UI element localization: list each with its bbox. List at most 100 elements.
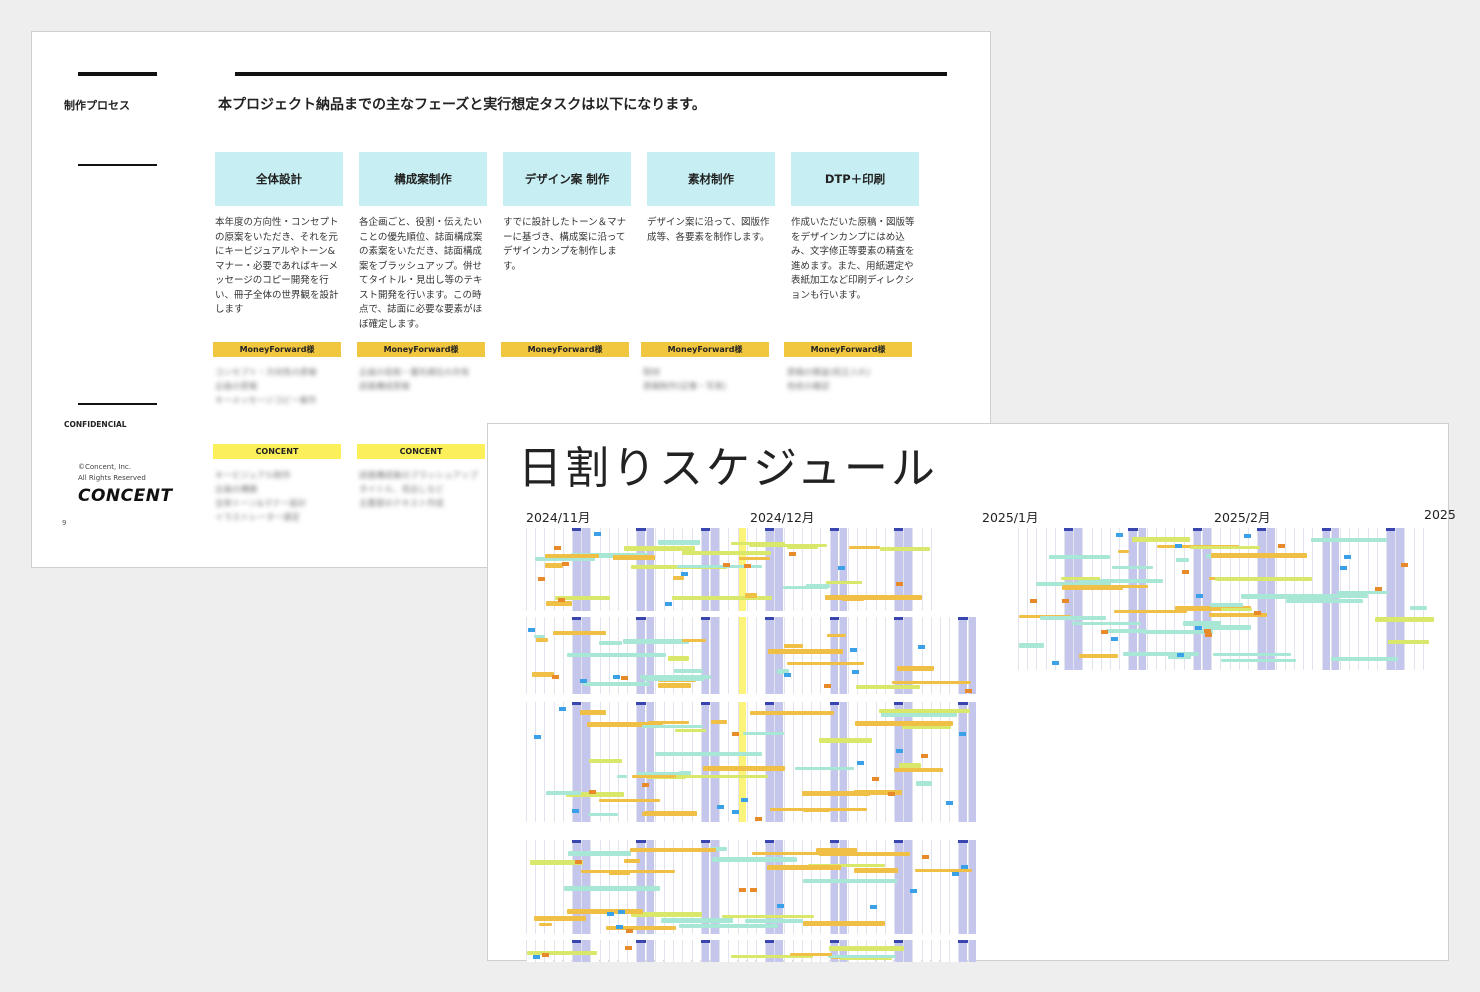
day-column — [691, 840, 701, 934]
task-bar — [893, 767, 943, 772]
week-marker — [765, 617, 783, 620]
phase-title: 全体設計 — [215, 152, 343, 206]
week-marker — [1192, 528, 1211, 531]
task-chip — [626, 928, 634, 933]
day-column — [710, 940, 719, 962]
task-bar — [901, 726, 951, 730]
task-bar — [1060, 576, 1101, 580]
day-column — [746, 702, 756, 822]
day-column — [866, 702, 875, 822]
task-bar — [710, 720, 727, 725]
task-chip — [1062, 598, 1070, 603]
day-column — [848, 702, 857, 822]
task-bar — [658, 682, 691, 688]
task-chip — [1052, 661, 1060, 666]
task-chip — [960, 865, 968, 870]
week-marker — [894, 840, 912, 843]
day-column — [903, 617, 912, 694]
task-chip — [593, 532, 601, 537]
day-column — [820, 617, 829, 694]
task-bar — [631, 912, 703, 918]
day-column — [691, 528, 701, 611]
task-bar — [563, 885, 661, 891]
day-column — [544, 702, 553, 822]
day-column — [894, 617, 903, 694]
task-bar — [742, 732, 785, 736]
copyright: ©Concent, Inc. All Rights Reserved — [78, 462, 146, 484]
client-tag: MoneyForward様 — [501, 342, 629, 357]
phase-description: 作成いただいた原稿・図版等をデザインカンプにはめ込み、文字修正等要素の精査を進め… — [791, 217, 915, 301]
task-bar — [801, 791, 870, 797]
task-chip — [849, 648, 857, 653]
task-bar — [616, 774, 628, 778]
task-bar — [1019, 643, 1045, 649]
task-chip — [1375, 587, 1383, 592]
day-column — [719, 617, 728, 694]
day-column — [618, 940, 627, 962]
day-column — [1220, 528, 1229, 670]
day-column — [1183, 528, 1193, 670]
day-column — [774, 702, 783, 822]
task-item: コンセプト・方向性の原案 — [215, 368, 318, 378]
week-marker — [572, 702, 590, 705]
task-chip — [910, 889, 918, 894]
task-bar — [898, 762, 921, 768]
task-bar — [802, 879, 898, 884]
week-marker — [958, 702, 976, 705]
day-column — [700, 840, 710, 934]
client-task-list: コンセプト・方向性の原案 企画の原案 キーメッセージコピー案作 — [215, 366, 345, 408]
schedule-board-5 — [526, 840, 983, 934]
day-column — [783, 617, 793, 694]
task-bar — [641, 724, 703, 728]
task-chip — [717, 804, 725, 809]
day-column — [1100, 528, 1110, 670]
day-column — [756, 940, 765, 962]
day-column — [921, 840, 931, 934]
task-bar — [879, 708, 971, 713]
day-column — [811, 840, 820, 934]
task-chip — [951, 872, 959, 877]
week-marker — [636, 840, 654, 843]
task-bar — [1331, 657, 1398, 662]
task-bar — [632, 774, 676, 778]
task-bar — [667, 655, 690, 661]
task-bar — [825, 595, 923, 601]
week-marker — [894, 617, 912, 620]
task-chip — [750, 888, 758, 893]
task-chip — [533, 955, 541, 960]
task-chip — [1116, 532, 1124, 537]
task-item: 企画の役割・優先順位の共有 — [359, 368, 470, 378]
day-column — [618, 528, 627, 611]
task-bar — [879, 547, 930, 552]
task-bar — [1176, 557, 1190, 562]
task-bar — [818, 851, 911, 856]
day-column — [1404, 528, 1413, 670]
day-column — [1202, 528, 1211, 670]
task-chip — [1203, 629, 1211, 634]
day-column — [526, 528, 535, 611]
day-column — [746, 528, 756, 611]
day-column — [728, 940, 737, 962]
week-marker — [765, 840, 783, 843]
schedule-board-4 — [526, 702, 983, 822]
day-column — [930, 940, 940, 962]
task-bar — [1190, 546, 1260, 550]
task-bar — [1035, 581, 1111, 586]
week-marker — [636, 528, 654, 531]
task-chip — [784, 672, 792, 677]
task-bar — [579, 709, 606, 715]
agency-task-list: 誌面構成案のブラッシュアップ タイトル、見出しなど 主要部のテキスト作成 — [359, 469, 489, 511]
task-chip — [743, 563, 751, 568]
task-chip — [557, 598, 565, 603]
task-bar — [891, 681, 971, 685]
task-bar — [1113, 610, 1188, 614]
task-bar — [712, 856, 798, 862]
task-bar — [534, 916, 586, 922]
week-marker — [700, 940, 719, 943]
day-column — [691, 617, 701, 694]
side-bottom-rule — [78, 403, 157, 405]
week-marker — [1321, 528, 1339, 531]
task-bar — [1040, 615, 1106, 620]
task-chip — [1204, 633, 1212, 638]
daily-schedule-slide: 日割りスケジュール 2024/11月 2024/12月 2025/1月 2025… — [487, 423, 1456, 962]
